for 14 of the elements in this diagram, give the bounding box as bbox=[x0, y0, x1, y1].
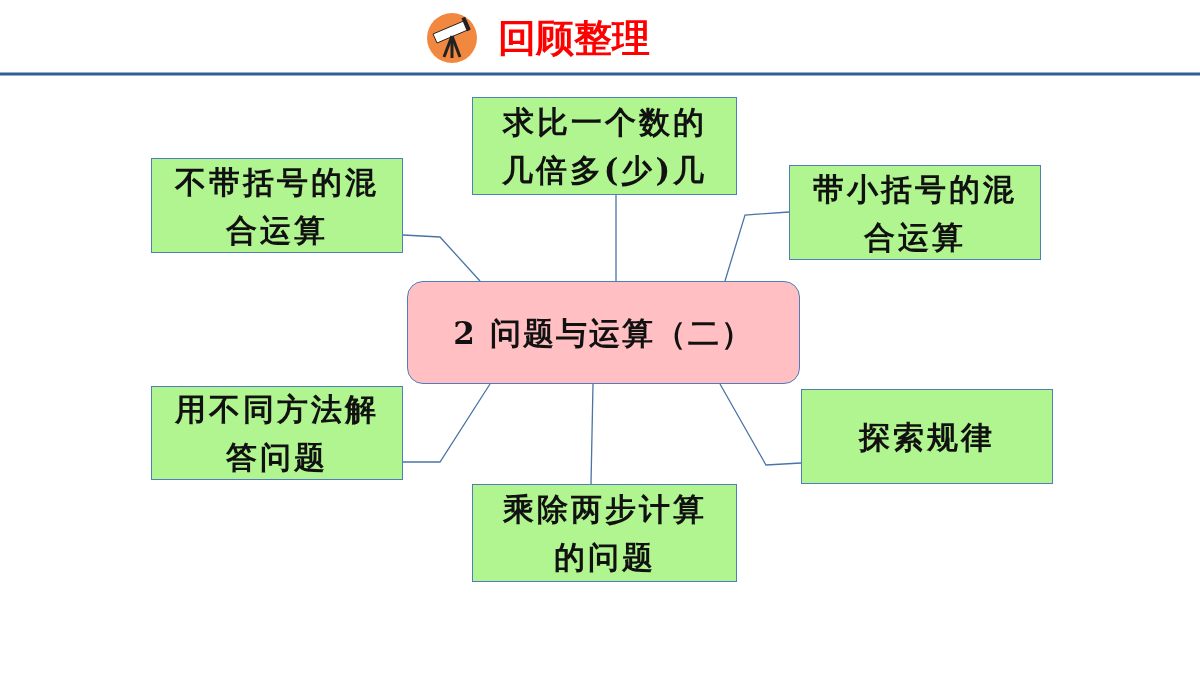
connector-line bbox=[615, 194, 617, 282]
connector-line bbox=[724, 211, 790, 282]
title: 回顾整理 bbox=[498, 15, 650, 62]
connector-line bbox=[402, 383, 491, 463]
topic-box: 带小括号的混合运算 bbox=[789, 165, 1041, 260]
topic-box: 不带括号的混合运算 bbox=[151, 158, 403, 253]
connector-line bbox=[719, 383, 802, 466]
connector-line bbox=[402, 234, 481, 282]
connector-line bbox=[590, 383, 594, 485]
topic-box: 探索规律 bbox=[801, 389, 1053, 484]
central-box: 2 问题与运算（二） bbox=[407, 281, 800, 384]
topic-box: 用不同方法解答问题 bbox=[151, 386, 403, 480]
topic-box: 求比一个数的几倍多(少)几 bbox=[472, 97, 737, 195]
topic-box: 乘除两步计算的问题 bbox=[472, 484, 737, 582]
